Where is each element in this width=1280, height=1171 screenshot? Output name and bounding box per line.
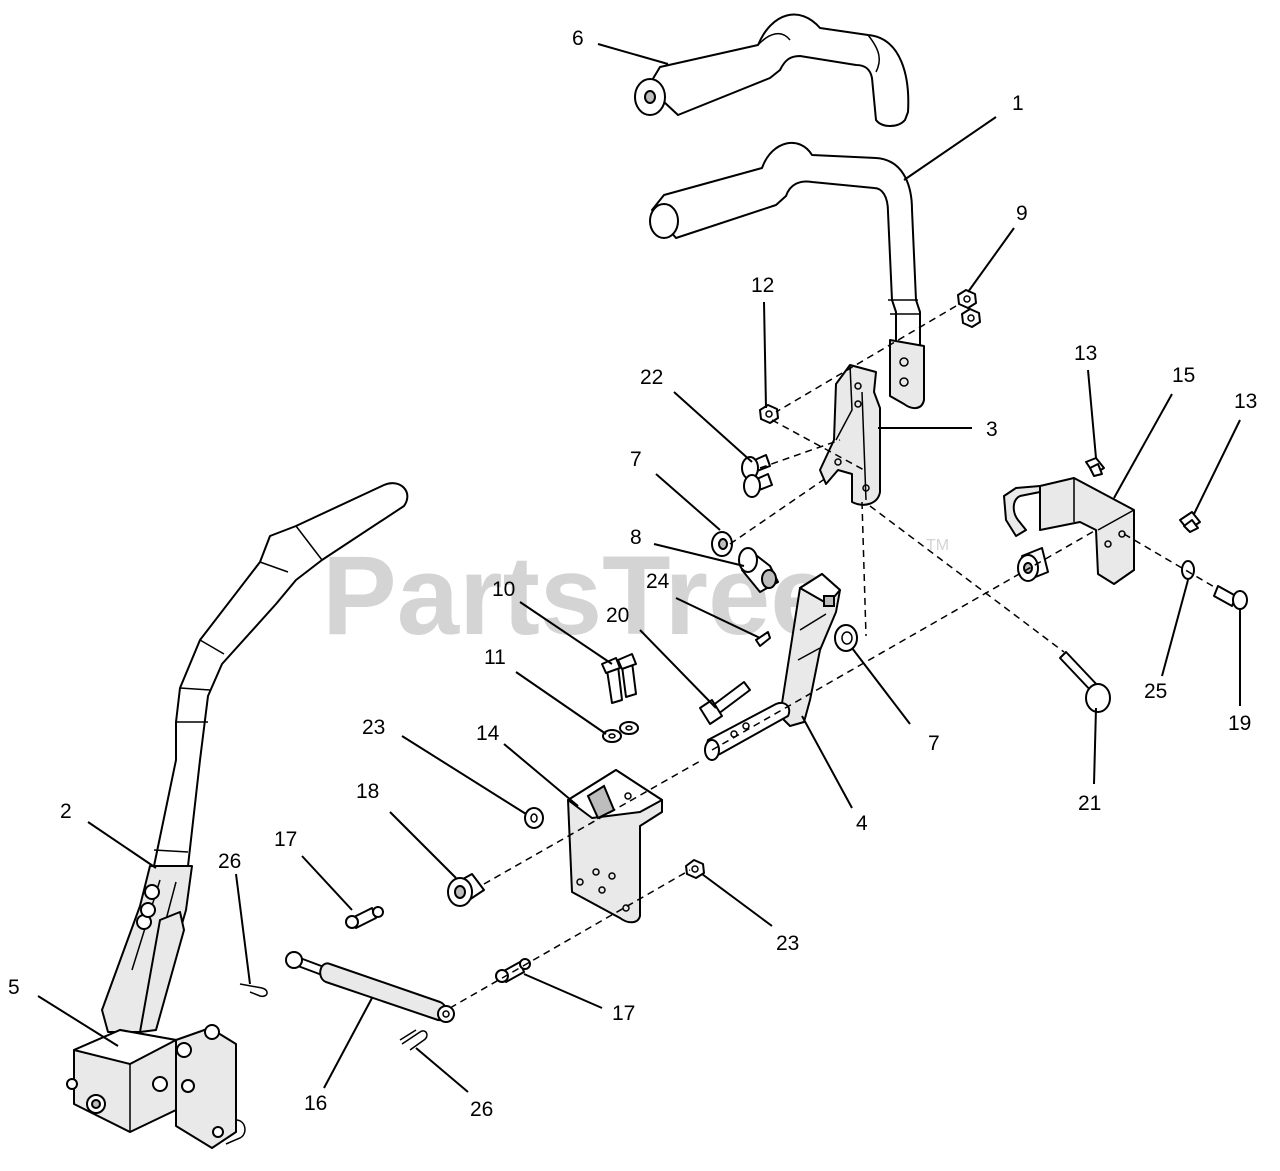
part-23-nut-upper — [524, 807, 544, 829]
callout-11: 11 — [484, 646, 506, 669]
callout-17-right: 17 — [612, 1002, 635, 1025]
part-11-washers — [602, 721, 639, 743]
part-10-bolts — [601, 653, 637, 704]
part-17-ball-stud-right — [495, 958, 531, 983]
part-9-nuts — [957, 289, 981, 328]
watermark-trademark: TM — [926, 537, 949, 554]
callout-26-right: 26 — [470, 1098, 493, 1121]
part-13-screw-right — [1179, 511, 1201, 533]
callout-23-upper: 23 — [362, 716, 385, 739]
part-15-u-bracket — [1003, 477, 1135, 585]
part-21-pin — [1059, 651, 1111, 713]
part-19-bolt — [1213, 585, 1248, 610]
part-20-bolt — [699, 681, 751, 725]
callout-15: 15 — [1172, 364, 1195, 387]
part-bushing-right — [1017, 547, 1049, 582]
callout-7-lower: 7 — [928, 732, 940, 755]
callout-8: 8 — [630, 526, 642, 549]
callout-20: 20 — [606, 604, 629, 627]
callout-21: 21 — [1078, 792, 1101, 815]
callout-1: 1 — [1012, 92, 1024, 115]
part-2-long-lever — [101, 482, 409, 1033]
callout-19: 19 — [1228, 712, 1251, 735]
part-1-control-lever — [649, 141, 925, 410]
part-6-handle-grip — [634, 13, 910, 127]
part-14-mount-plate — [567, 769, 663, 924]
callout-13-right: 13 — [1234, 390, 1257, 413]
callout-22: 22 — [640, 366, 663, 389]
callout-26-left: 26 — [218, 850, 241, 873]
callout-9: 9 — [1016, 202, 1028, 225]
leader-lines — [37, 43, 1241, 1093]
part-26-clip-left — [239, 983, 268, 998]
part-24-pin — [755, 631, 771, 647]
callout-2: 2 — [60, 800, 72, 823]
callout-10: 10 — [492, 578, 515, 601]
part-12-nut — [759, 404, 779, 424]
part-25-washer — [1181, 560, 1195, 580]
part-7-washer-lower — [834, 624, 858, 652]
callout-24: 24 — [646, 570, 670, 593]
part-22-bolts — [741, 454, 773, 498]
callout-13-left: 13 — [1074, 342, 1097, 365]
callout-18: 18 — [356, 780, 379, 803]
callout-12: 12 — [751, 274, 774, 297]
part-26-clip-right — [399, 1029, 428, 1051]
callout-labels: 6 1 9 12 22 3 13 15 13 7 8 10 24 20 11 7… — [8, 27, 1257, 1121]
assembly-lines — [449, 305, 1217, 1009]
part-7-washer-upper — [711, 531, 733, 557]
callout-4: 4 — [856, 812, 868, 835]
part-3-bracket — [819, 364, 881, 506]
callout-14: 14 — [476, 722, 500, 745]
callout-17-left: 17 — [274, 828, 297, 851]
callout-3: 3 — [986, 418, 998, 441]
callout-6: 6 — [572, 27, 584, 50]
part-13-screw-left — [1085, 457, 1105, 477]
callout-25: 25 — [1144, 680, 1167, 703]
callout-23-lower: 23 — [776, 932, 799, 955]
callout-16: 16 — [304, 1092, 327, 1115]
callout-7-upper: 7 — [630, 448, 642, 471]
part-17-ball-stud-left — [345, 906, 384, 929]
part-18-bushing — [447, 873, 485, 907]
part-23-nut-lower — [685, 859, 705, 879]
part-16-gas-spring — [285, 951, 455, 1023]
callout-5: 5 — [8, 976, 20, 999]
part-5-base-assembly — [66, 1024, 246, 1149]
